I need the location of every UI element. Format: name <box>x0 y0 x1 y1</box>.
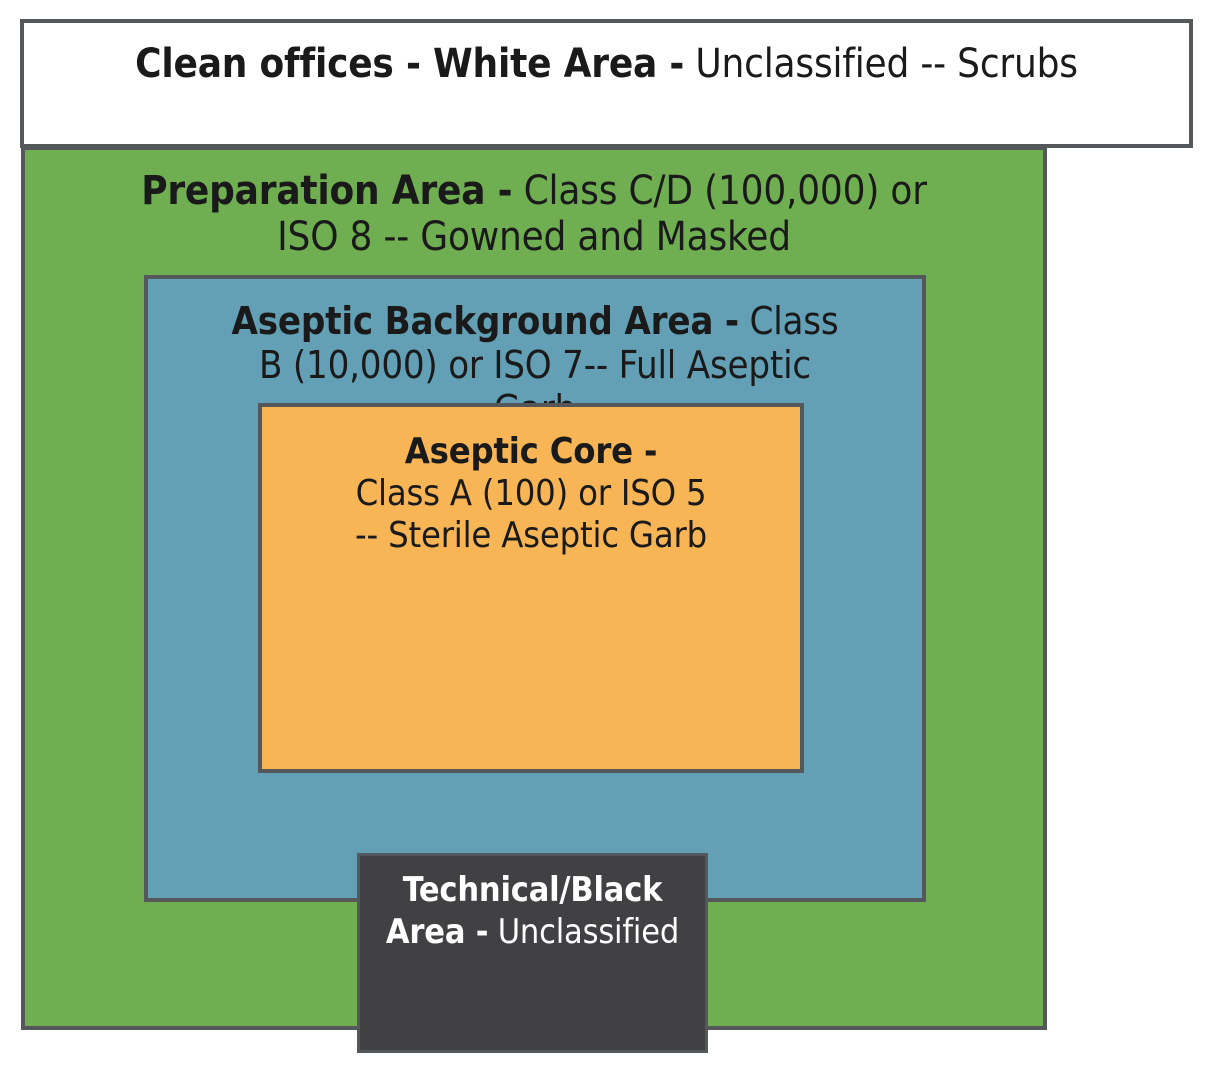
white-area-label-bold: Clean offices - White Area - <box>135 41 685 87</box>
technical-black-area-label: Technical/Black Area - Unclassified <box>360 869 705 953</box>
white-area-label-normal: Unclassified -- Scrubs <box>684 41 1078 87</box>
zone-white-area[interactable]: Clean offices - White Area - Unclassifie… <box>20 19 1193 148</box>
aseptic-core-label-line1: Class A (100) or ISO 5 <box>355 472 707 514</box>
white-area-label: Clean offices - White Area - Unclassifie… <box>24 41 1189 87</box>
aseptic-core-label-bold: Aseptic Core - <box>404 431 658 472</box>
zone-aseptic-core[interactable]: Aseptic Core - Class A (100) or ISO 5 --… <box>258 403 804 773</box>
aseptic-core-label: Aseptic Core - Class A (100) or ISO 5 --… <box>262 431 800 556</box>
technical-black-area-label-bold: Technical/Black Area - <box>385 870 663 953</box>
aseptic-background-area-label: Aseptic Background Area - Class B (10,00… <box>148 299 922 431</box>
preparation-area-label-bold: Preparation Area - <box>141 168 513 214</box>
technical-black-area-label-normal: Unclassified <box>488 912 680 953</box>
zone-technical-black-area[interactable]: Technical/Black Area - Unclassified <box>357 853 708 1053</box>
aseptic-background-area-label-normal: Class B (10,000) or ISO 7-- Full Aseptic… <box>258 299 839 431</box>
preparation-area-label: Preparation Area - Class C/D (100,000) o… <box>25 168 1043 261</box>
preparation-area-label-normal: Class C/D (100,000) or ISO 8 -- Gowned a… <box>277 168 927 261</box>
aseptic-background-area-label-bold: Aseptic Background Area - <box>231 299 740 343</box>
aseptic-core-label-line2: -- Sterile Aseptic Garb <box>355 514 707 556</box>
